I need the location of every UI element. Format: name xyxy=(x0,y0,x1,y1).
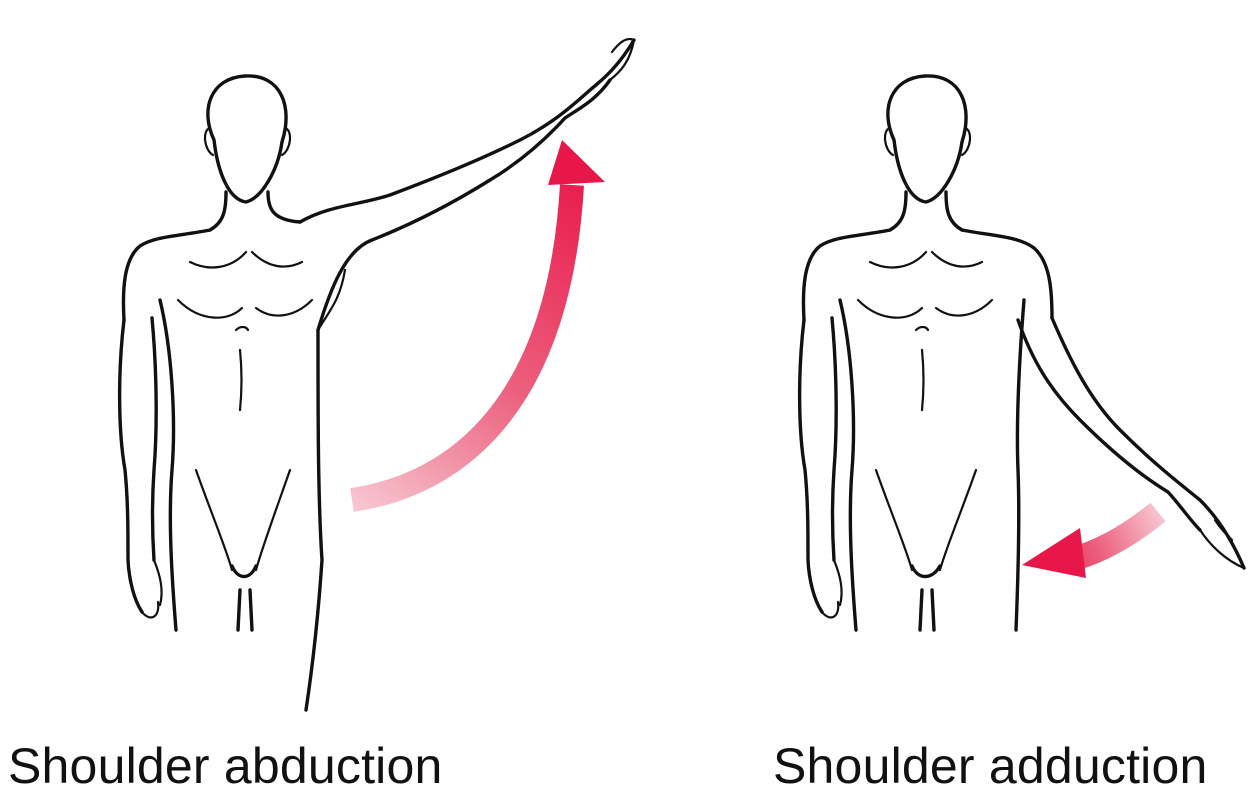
ear-left xyxy=(203,126,215,157)
left-inner-arm xyxy=(150,316,158,562)
pec-left xyxy=(176,298,244,319)
left-torso xyxy=(158,298,178,632)
ear-right xyxy=(960,126,972,157)
legs-gap xyxy=(918,588,936,632)
abduction-arrow-shaft xyxy=(350,184,584,512)
groin xyxy=(230,564,258,579)
neck-right xyxy=(266,190,302,224)
chest-right xyxy=(250,250,304,268)
head xyxy=(206,74,288,204)
pelvis-left xyxy=(874,468,914,572)
navel xyxy=(914,325,930,332)
adduction-figure xyxy=(797,74,1246,632)
chest-left xyxy=(868,250,928,269)
left-hand xyxy=(820,558,843,619)
adduction-caption: Shoulder adduction xyxy=(773,738,1208,794)
legs-gap xyxy=(236,588,254,632)
ear-right xyxy=(280,126,292,157)
left-outer-arm xyxy=(797,318,824,614)
right-torso xyxy=(1014,298,1026,632)
armpit xyxy=(316,268,347,332)
left-outer-arm xyxy=(117,318,144,614)
chest-right xyxy=(930,250,984,268)
navel xyxy=(234,325,250,332)
adduction-arrow-shaft xyxy=(1066,502,1166,572)
head xyxy=(886,74,968,204)
chest-left xyxy=(188,250,248,269)
ear-left xyxy=(883,126,895,157)
abdomen-line xyxy=(238,348,243,412)
groin xyxy=(910,564,942,579)
raised-hand xyxy=(588,37,636,92)
neck-left xyxy=(888,190,908,232)
left-torso xyxy=(838,298,858,632)
pelvis-left xyxy=(194,468,234,572)
right-arm-inner xyxy=(1016,318,1202,532)
raised-arm-lower xyxy=(316,78,612,332)
adduction-arrow-head xyxy=(1022,528,1086,578)
right-arm-outer xyxy=(1050,316,1246,570)
pec-right xyxy=(254,298,314,317)
left-inner-arm xyxy=(830,316,838,562)
left-hand xyxy=(140,558,163,619)
right-torso xyxy=(304,328,324,712)
abdomen-line xyxy=(920,348,925,412)
left-shoulder xyxy=(801,228,892,322)
right-shoulder xyxy=(960,228,1054,320)
abduction-panel: Shoulder abduction xyxy=(8,37,636,794)
pec-left xyxy=(856,298,924,319)
right-hand xyxy=(1198,518,1246,570)
neck-right xyxy=(944,190,964,232)
pec-right xyxy=(934,298,994,317)
adduction-panel: Shoulder adduction xyxy=(640,0,1255,809)
abduction-figure xyxy=(117,37,636,712)
neck-left xyxy=(208,190,228,232)
left-shoulder xyxy=(121,228,212,322)
pelvis-right xyxy=(938,468,978,572)
abduction-arrow-head xyxy=(548,140,605,185)
abduction-caption: Shoulder abduction xyxy=(8,738,443,794)
pelvis-right xyxy=(254,468,292,572)
